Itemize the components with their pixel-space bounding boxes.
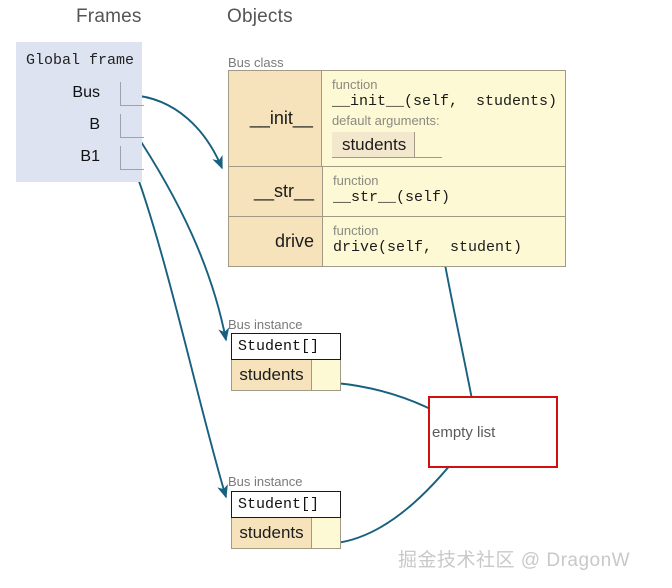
instance-1-field-slot (312, 360, 340, 390)
variable-slot-b (120, 114, 144, 138)
instance-2-field-slot (312, 518, 340, 548)
class-row-init[interactable]: __init__ function __init__(self, student… (229, 71, 565, 166)
function-type-label-drive: function (333, 223, 379, 238)
default-argument-name: students (331, 132, 415, 158)
global-frame-title: Global frame (26, 52, 135, 69)
function-type-label-init: function (331, 77, 378, 92)
variable-row-bus[interactable]: Bus (16, 82, 144, 112)
default-argument-entry[interactable]: students (331, 132, 443, 158)
arrow-b-to-instance-1 (131, 127, 230, 342)
bus-class-table: __init__ function __init__(self, student… (228, 70, 566, 267)
empty-list-box (428, 396, 558, 468)
instance-1-field-name: students (232, 360, 312, 390)
arrow-b1-to-instance-2 (131, 161, 228, 499)
default-argument-slot (414, 132, 443, 158)
function-type-label-str: function (333, 173, 379, 188)
objects-column-header: Objects (227, 6, 293, 27)
class-method-name-str: __str__ (229, 167, 323, 216)
global-frame: Global frame Bus B B1 (16, 42, 144, 182)
frames-column-header: Frames (76, 6, 142, 27)
class-method-value-init: function __init__(self, students) defaul… (321, 71, 565, 166)
bus-class-caption: Bus class (228, 55, 284, 70)
arrow-bus-to-class (130, 94, 223, 170)
variable-slot-b1 (120, 146, 144, 170)
class-method-name-init: __init__ (229, 71, 322, 166)
instance-1-type-label: Student[] (231, 333, 341, 360)
variable-label-b1: B1 (80, 148, 100, 165)
bus-instance-1-caption: Bus instance (228, 317, 303, 332)
bus-instance-1: Student[] students (231, 333, 341, 391)
default-arguments-label: default arguments: (331, 113, 440, 128)
instance-1-field-students[interactable]: students (231, 360, 341, 391)
class-row-drive[interactable]: drive function drive(self, student) (229, 216, 565, 266)
instance-2-field-students[interactable]: students (231, 518, 341, 549)
class-method-name-drive: drive (229, 217, 323, 266)
watermark: 掘金技术社区 @ DragonW (398, 550, 631, 571)
bus-instance-2: Student[] students (231, 491, 341, 549)
variable-label-bus: Bus (72, 84, 100, 101)
empty-list-label: empty list (432, 424, 496, 441)
class-row-str[interactable]: __str__ function __str__(self) (229, 166, 565, 216)
class-method-value-drive: function drive(self, student) (323, 217, 565, 266)
instance-2-type-label: Student[] (231, 491, 341, 518)
instance-2-field-name: students (232, 518, 312, 548)
variable-label-b: B (89, 116, 100, 133)
class-method-value-str: function __str__(self) (323, 167, 565, 216)
function-signature-init: __init__(self, students) (331, 93, 557, 110)
function-signature-drive: drive(self, student) (333, 239, 523, 256)
function-signature-str: __str__(self) (333, 189, 451, 206)
variable-row-b1[interactable]: B1 (16, 146, 144, 176)
variable-row-b[interactable]: B (16, 114, 144, 144)
bus-instance-2-caption: Bus instance (228, 474, 303, 489)
variable-slot-bus (120, 82, 144, 106)
